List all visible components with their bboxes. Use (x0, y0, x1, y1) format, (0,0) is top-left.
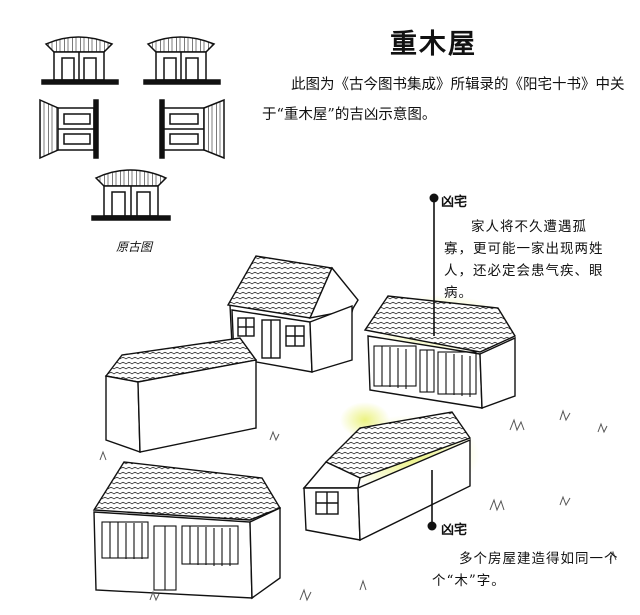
marker-top-label: 凶宅 (441, 195, 468, 210)
house-front-left (92, 461, 282, 600)
marker-bottom-note: 多个房屋建造得如同一个个“木”字。 (432, 551, 619, 589)
callout-top (429, 193, 439, 336)
house-back-center (226, 255, 359, 373)
small-house-front (91, 169, 171, 221)
house-left (104, 337, 258, 453)
callout-bottom (427, 470, 437, 531)
description: 此图为《古今图书集成》所辑录的《阳宅十书》中关于“重木屋”的吉凶示意图。 (262, 77, 625, 123)
original-caption: 原古图 (116, 240, 153, 254)
house-right (363, 295, 517, 409)
grass (99, 409, 617, 602)
small-house-front (143, 36, 221, 85)
original-diagram (39, 36, 225, 221)
marker-top-note: 家人将不久遭遇孤寡，更可能一家出现两姓人，还必定会患气疾、眼病。 (444, 219, 604, 301)
marker-bottom-label: 凶宅 (441, 523, 468, 538)
house-center-right (302, 411, 472, 542)
small-house-side (39, 98, 99, 160)
small-house-front (41, 36, 119, 85)
small-house-side (159, 98, 225, 160)
page-title: 重木屋 (390, 29, 477, 60)
